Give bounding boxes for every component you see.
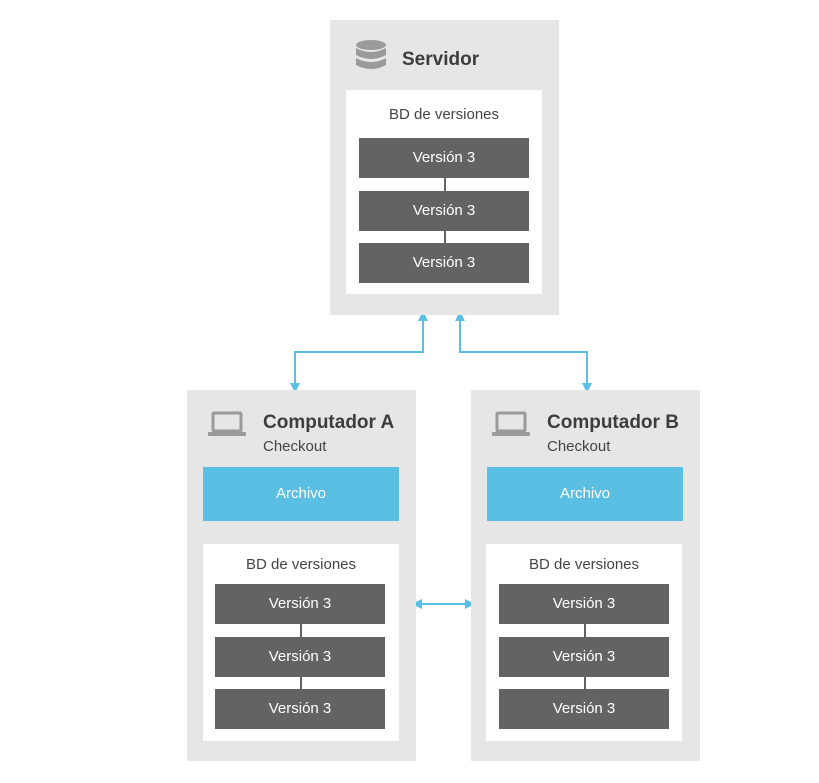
laptop-icon: [208, 411, 246, 442]
computer-b-panel: Computador B Checkout Archivo BD de vers…: [471, 390, 700, 761]
computer-a-title: Computador A: [263, 412, 395, 433]
version-link: [444, 178, 446, 191]
file-box: Archivo: [487, 467, 683, 521]
version-box: Versión 3: [215, 637, 385, 677]
version-box: Versión 3: [359, 243, 529, 283]
version-box: Versión 3: [359, 191, 529, 231]
version-box: Versión 3: [215, 584, 385, 624]
version-box: Versión 3: [499, 689, 669, 729]
file-box: Archivo: [203, 467, 399, 521]
version-link: [584, 624, 586, 637]
server-title: Servidor: [402, 49, 480, 70]
computer-a-version-db: BD de versiones Versión 3 Versión 3 Vers…: [203, 544, 399, 741]
version-box: Versión 3: [359, 138, 529, 178]
computer-b-subtitle: Checkout: [547, 438, 611, 455]
db-label: BD de versiones: [245, 556, 357, 573]
version-box: Versión 3: [215, 689, 385, 729]
version-link: [584, 677, 586, 689]
db-label: BD de versiones: [528, 556, 640, 573]
server-version-db: BD de versiones Versión 3 Versión 3 Vers…: [346, 90, 542, 294]
database-icon: [355, 39, 387, 80]
version-link: [300, 677, 302, 689]
computer-b-version-db: BD de versiones Versión 3 Versión 3 Vers…: [486, 544, 682, 741]
version-link: [444, 230, 446, 244]
laptop-icon: [492, 411, 530, 442]
db-label: BD de versiones: [388, 106, 500, 123]
server-panel: Servidor BD de versiones Versión 3 Versi…: [330, 20, 559, 315]
version-link: [300, 624, 302, 637]
arrow-server-computer-a: [290, 311, 428, 393]
computer-a-panel: Computador A Checkout Archivo BD de vers…: [187, 390, 416, 761]
computer-a-subtitle: Checkout: [263, 438, 327, 455]
version-box: Versión 3: [499, 584, 669, 624]
version-box: Versión 3: [499, 637, 669, 677]
arrow-server-computer-b: [455, 311, 592, 393]
computer-b-title: Computador B: [547, 412, 679, 433]
